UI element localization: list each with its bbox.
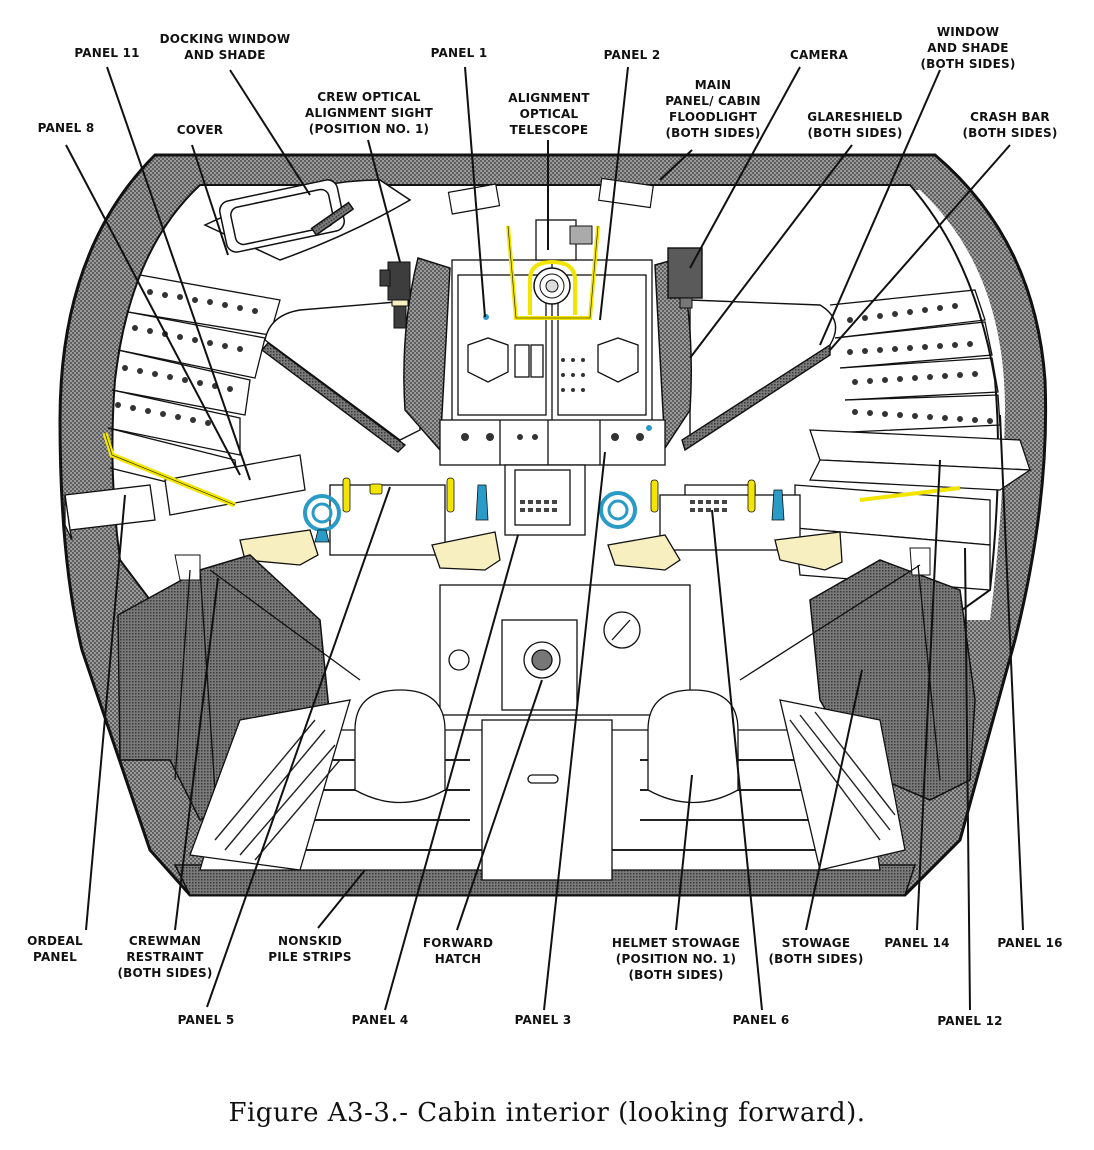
- yellow-handles: [342, 477, 756, 513]
- left-glareshield: [403, 257, 451, 452]
- label-panel-5: PANEL 5: [177, 1013, 235, 1027]
- label-camera: CAMERA: [790, 48, 848, 62]
- label-panel-6: PANEL 6: [732, 1013, 790, 1027]
- label-panel-3: PANEL 3: [514, 1013, 572, 1027]
- left-lower-consoles: [64, 432, 306, 541]
- label-panel-14: PANEL 14: [884, 936, 950, 950]
- right-side-panels: [794, 289, 1033, 591]
- label-forward-hatch: FORWARD HATCH: [422, 936, 494, 966]
- label-cover: COVER: [176, 123, 224, 137]
- label-main-panel-cabin-floodlight: MAIN PANEL/ CABIN FLOODLIGHT (BOTH SIDES…: [665, 78, 761, 140]
- couch-headrests: [239, 529, 843, 571]
- label-helmet-stowage: HELMET STOWAGE (POSITION NO. 1) (BOTH SI…: [611, 936, 741, 982]
- blue-controllers: [303, 484, 785, 543]
- right-window: [681, 299, 837, 452]
- lower-equipment-bay: [189, 584, 906, 881]
- label-stowage: STOWAGE (BOTH SIDES): [768, 936, 864, 966]
- label-panel-2: PANEL 2: [603, 48, 661, 62]
- label-glareshield: GLARESHIELD (BOTH SIDES): [807, 110, 903, 140]
- label-alignment-optical-telescope: ALIGNMENT OPTICAL TELESCOPE: [508, 91, 590, 137]
- label-panel-11: PANEL 11: [74, 46, 140, 60]
- alignment-optical-telescope: [506, 219, 600, 320]
- label-crewman-restraint: CREWMAN RESTRAINT (BOTH SIDES): [117, 934, 213, 980]
- right-crash-bar: [859, 486, 961, 502]
- figure-caption: Figure A3-3.- Cabin interior (looking fo…: [228, 1098, 866, 1128]
- label-docking-window-and-shade: DOCKING WINDOW AND SHADE: [159, 32, 291, 62]
- leader-lines: [65, 66, 1024, 1011]
- label-window-and-shade: WINDOW AND SHADE (BOTH SIDES): [920, 25, 1016, 71]
- label-panel-8: PANEL 8: [37, 121, 95, 135]
- main-display-console: [439, 259, 666, 466]
- label-panel-1: PANEL 1: [430, 46, 488, 60]
- label-panel-16: PANEL 16: [997, 936, 1063, 950]
- label-panel-4: PANEL 4: [351, 1013, 409, 1027]
- label-nonskid-pile-strips: NONSKID PILE STRIPS: [268, 934, 352, 964]
- label-ordeal-panel: ORDEAL PANEL: [27, 934, 83, 964]
- label-panel-12: PANEL 12: [937, 1014, 1003, 1028]
- label-crew-optical-alignment-sight: CREW OPTICAL ALIGNMENT SIGHT (POSITION N…: [304, 90, 434, 136]
- docking-window: [203, 179, 412, 261]
- label-crash-bar: CRASH BAR (BOTH SIDES): [962, 110, 1058, 140]
